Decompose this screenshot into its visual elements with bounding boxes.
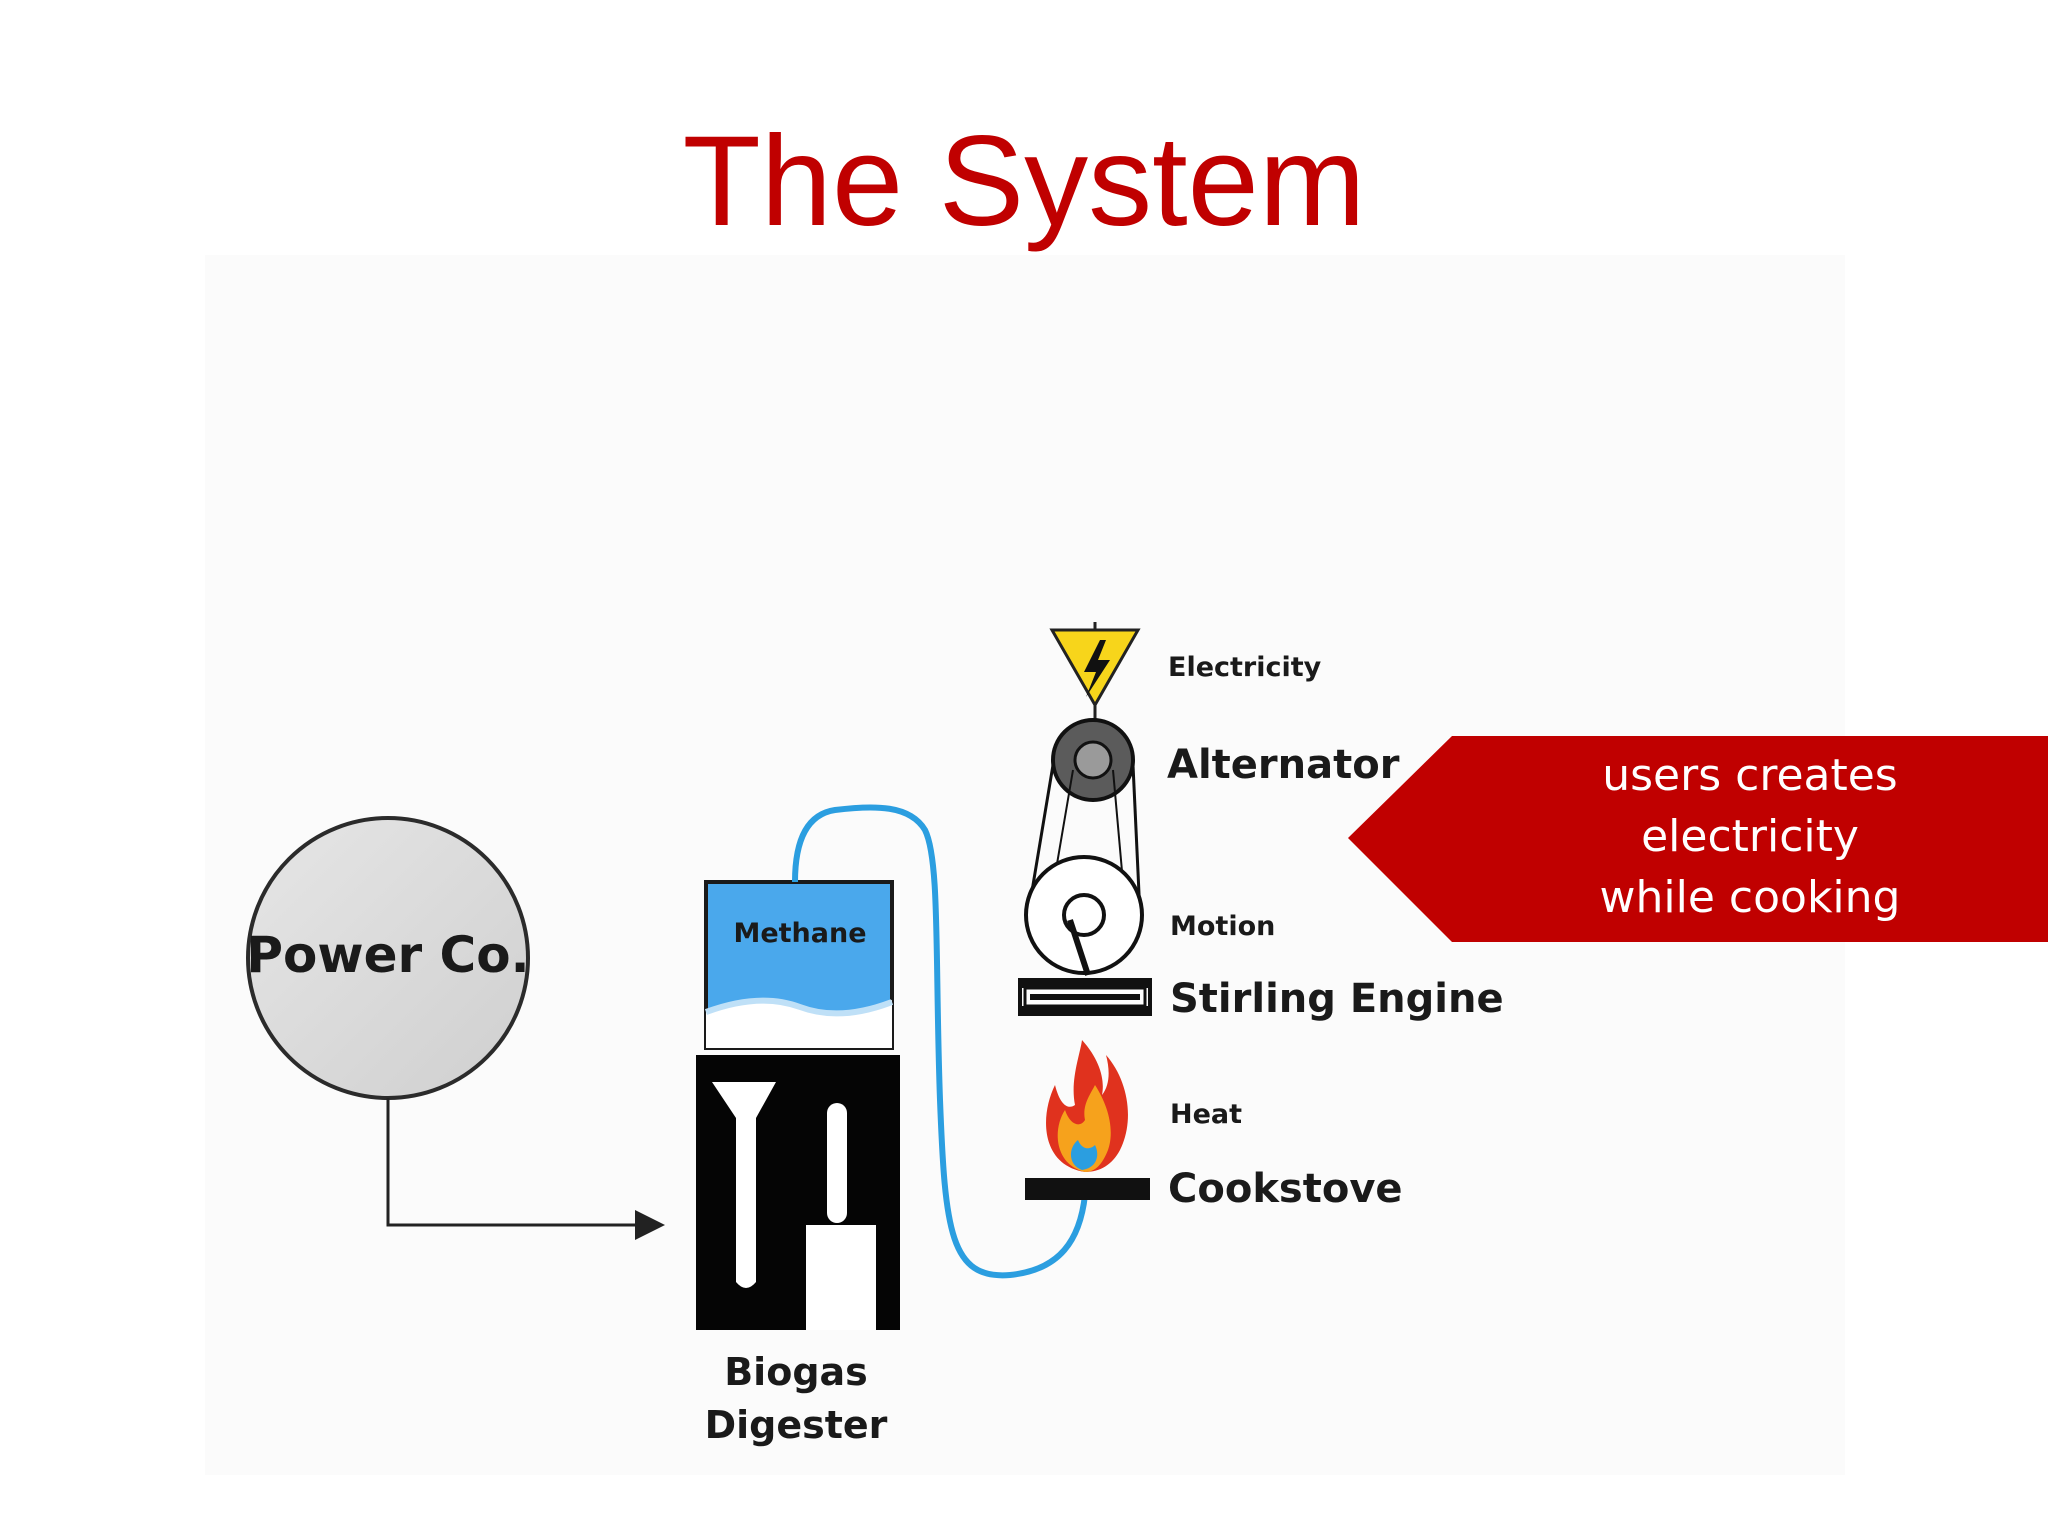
digester-label-line1: Biogas: [724, 1350, 868, 1394]
stirling-engine-label: Stirling Engine: [1170, 976, 1504, 1022]
callout-line-2: electricity: [1641, 811, 1859, 862]
alternator-label: Alternator: [1167, 742, 1400, 788]
high-voltage-icon: [1049, 622, 1141, 728]
electricity-label: Electricity: [1168, 652, 1322, 683]
digester-label-line2: Digester: [705, 1403, 888, 1447]
heat-label: Heat: [1170, 1099, 1242, 1130]
slide-title: The System: [682, 110, 1366, 253]
power-co-node: Power Co.: [246, 816, 530, 1100]
callout-text: users creates electricity while cooking: [1545, 745, 1955, 928]
methane-pipe: [792, 804, 1088, 1279]
alternator-assembly: [1018, 622, 1152, 1016]
cookstove-label: Cookstove: [1168, 1166, 1403, 1212]
flame-icon: [1025, 1040, 1150, 1200]
power-co-connector: [386, 1098, 665, 1240]
methane-label: Methane: [733, 918, 866, 949]
callout-line-1: users creates: [1602, 750, 1898, 801]
callout-arrow: [1348, 736, 2048, 942]
motion-label: Motion: [1170, 911, 1275, 942]
biogas-digester: Methane Biogas Digester: [696, 880, 900, 1447]
callout-line-3: while cooking: [1599, 872, 1901, 923]
power-co-label: Power Co.: [246, 926, 529, 984]
